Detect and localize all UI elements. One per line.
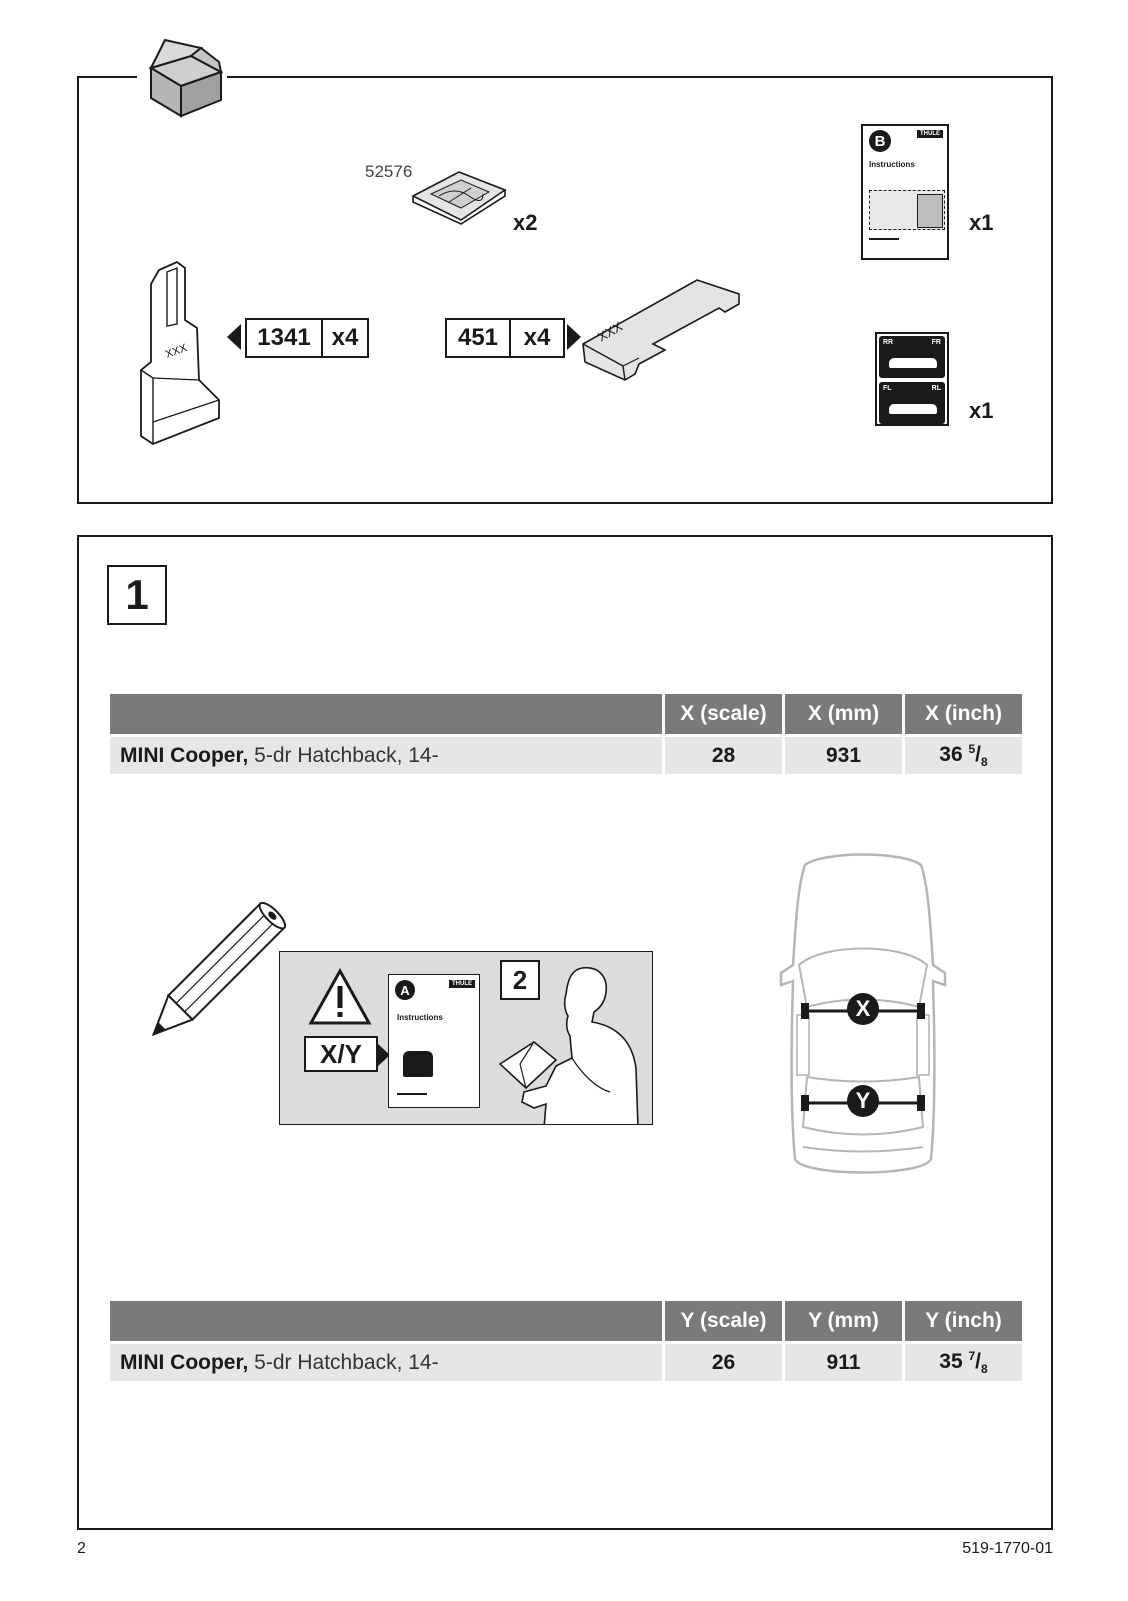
- y-mm-value: 911: [785, 1341, 902, 1381]
- table-header-blank: [110, 694, 662, 734]
- thule-logo: THULE: [917, 130, 943, 138]
- pad-quantity: x2: [513, 210, 538, 235]
- vehicle-model: MINI Cooper, 5-dr Hatchback, 14-: [110, 1341, 662, 1381]
- y-inch-header: Y (inch): [905, 1301, 1022, 1341]
- sticker-sheet-icon: RR FR FL RL: [875, 332, 949, 426]
- arrow-right-icon: [567, 324, 581, 355]
- spacer-callout: 451 x4: [445, 318, 565, 358]
- axle-x-marker: X: [847, 993, 879, 1025]
- box-icon: [137, 38, 227, 118]
- arrow-right-icon: [378, 1044, 390, 1071]
- spacer-part-code: 451: [447, 320, 511, 356]
- table-row: MINI Cooper, 5-dr Hatchback, 14- 28 931 …: [110, 734, 1022, 774]
- step-panel: 1 X (scale) X (mm) X (inch) MINI Cooper,…: [77, 535, 1053, 1530]
- x-scale-value: 28: [665, 734, 782, 774]
- document-id: 519-1770-01: [962, 1540, 1053, 1557]
- manual-b-icon: B THULE Instructions: [861, 124, 949, 260]
- x-mm-header: X (mm): [785, 694, 902, 734]
- car-top-view: X Y: [763, 847, 963, 1192]
- x-inch-header: X (inch): [905, 694, 1022, 734]
- arrow-left-icon: [227, 324, 241, 355]
- pencil-icon: [123, 895, 293, 1070]
- x-scale-header: X (scale): [665, 694, 782, 734]
- x-mm-value: 931: [785, 734, 902, 774]
- y-scale-value: 26: [665, 1341, 782, 1381]
- xy-label: X/Y: [304, 1036, 378, 1072]
- manual-a-title: Instructions: [397, 1013, 443, 1022]
- footpad-part-code: 1341: [247, 320, 323, 356]
- x-inch-value: 36 5/8: [905, 734, 1022, 774]
- footpad-callout: 1341 x4: [245, 318, 369, 358]
- page-number: 2: [77, 1540, 86, 1557]
- sticker-fr: FR: [931, 339, 941, 346]
- thule-logo: THULE: [449, 980, 475, 988]
- footpad-icon: XXX: [137, 260, 227, 455]
- pad-part-code: 52576: [365, 162, 413, 181]
- step-number: 1: [107, 565, 167, 625]
- sticker-rl: RL: [931, 385, 941, 392]
- manual-a-letter: A: [395, 980, 415, 1000]
- axle-y-marker: Y: [847, 1085, 879, 1117]
- manual-a-icon: A THULE Instructions: [388, 974, 480, 1108]
- sticker-fl: FL: [883, 385, 892, 392]
- y-mm-header: Y (mm): [785, 1301, 902, 1341]
- step-2-reference: 2: [500, 960, 540, 1000]
- y-measurement-table: Y (scale) Y (mm) Y (inch) MINI Cooper, 5…: [107, 1301, 1025, 1381]
- spacer-icon: XXX: [579, 274, 749, 389]
- table-row: MINI Cooper, 5-dr Hatchback, 14- 26 911 …: [110, 1341, 1022, 1381]
- manual-b-title: Instructions: [869, 160, 915, 169]
- y-inch-value: 35 7/8: [905, 1341, 1022, 1381]
- x-measurement-table: X (scale) X (mm) X (inch) MINI Cooper, 5…: [107, 694, 1025, 774]
- manual-b-quantity: x1: [969, 210, 994, 235]
- instruction-scene: X/Y A THULE Instructions 2: [279, 951, 653, 1125]
- sticker-quantity: x1: [969, 398, 994, 423]
- vehicle-model: MINI Cooper, 5-dr Hatchback, 14-: [110, 734, 662, 774]
- footpad-quantity: x4: [331, 324, 359, 351]
- rubber-pad-icon: [409, 166, 509, 231]
- warning-icon: [308, 967, 372, 1031]
- person-reading-icon: [486, 964, 652, 1124]
- spacer-quantity: x4: [523, 324, 551, 351]
- sticker-rr: RR: [883, 339, 894, 346]
- y-scale-header: Y (scale): [665, 1301, 782, 1341]
- table-header-blank: [110, 1301, 662, 1341]
- manual-b-letter: B: [869, 130, 891, 152]
- parts-panel: 52576 x2 XXX 1341 x4 451 x4: [77, 38, 1053, 504]
